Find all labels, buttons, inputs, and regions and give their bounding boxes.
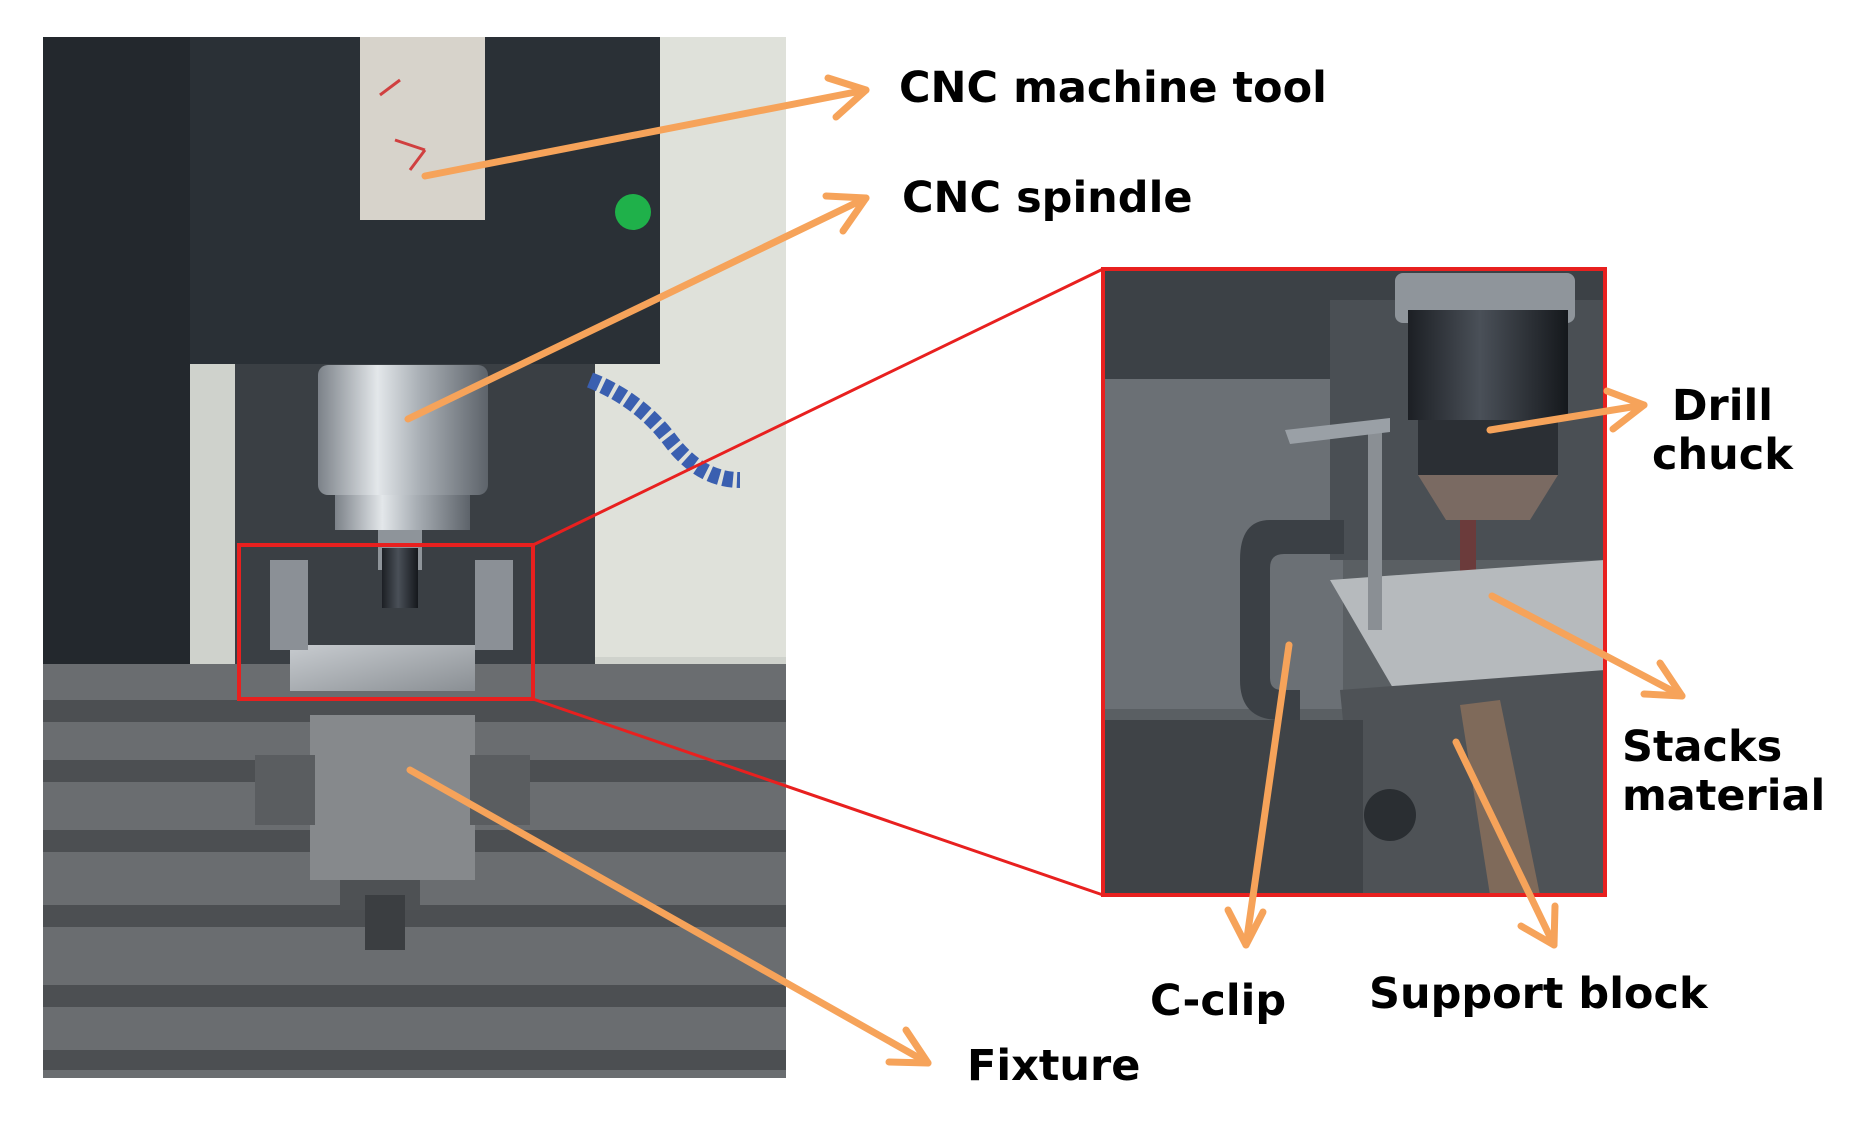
label-drill-chuck-line2: chuck [1652, 430, 1793, 481]
label-cnc-machine-tool: CNC machine tool [899, 63, 1327, 113]
arrow-drill-chuck [1486, 387, 1648, 434]
arrow-fixture [406, 766, 932, 1067]
label-cnc-spindle: CNC spindle [902, 173, 1193, 223]
arrow-stacks-material [1488, 592, 1686, 700]
arrow-cnc-machine-tool [421, 74, 870, 180]
arrow-support-block [1452, 738, 1559, 949]
machine-photo [43, 37, 786, 1078]
label-support-block: Support block [1369, 969, 1708, 1019]
inset-frame [1101, 267, 1607, 897]
label-stacks-line2: material [1622, 771, 1826, 822]
arrow-cnc-spindle [404, 192, 870, 423]
zoom-connector-top [532, 267, 1104, 547]
label-drill-chuck: Drill chuck [1652, 381, 1793, 481]
label-stacks-material: Stacks material [1622, 722, 1826, 822]
label-c-clip: C-clip [1150, 976, 1287, 1026]
zoom-inset-photo [1103, 269, 1605, 895]
label-drill-chuck-line1: Drill [1671, 381, 1773, 431]
highlight-box [237, 543, 535, 701]
label-stacks-line1: Stacks [1622, 722, 1783, 772]
label-fixture: Fixture [967, 1041, 1141, 1091]
zoom-connector-bottom [532, 697, 1104, 897]
arrow-c-clip [1224, 641, 1293, 949]
